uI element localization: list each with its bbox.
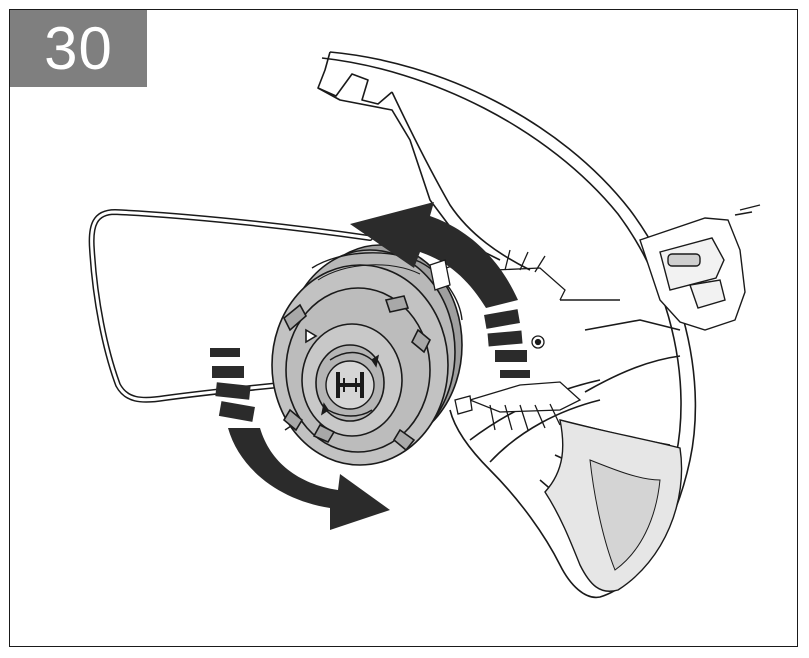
step-number: 30 — [44, 15, 113, 82]
motor-housing — [639, 204, 761, 331]
lower-rotation-arrow — [210, 348, 390, 530]
step-number-badge: 30 — [10, 10, 147, 87]
hub-details — [429, 259, 545, 415]
upper-rotation-arrow — [350, 202, 530, 378]
guard-ribs — [468, 249, 582, 431]
husqvarna-crown-logo-icon — [320, 351, 380, 417]
